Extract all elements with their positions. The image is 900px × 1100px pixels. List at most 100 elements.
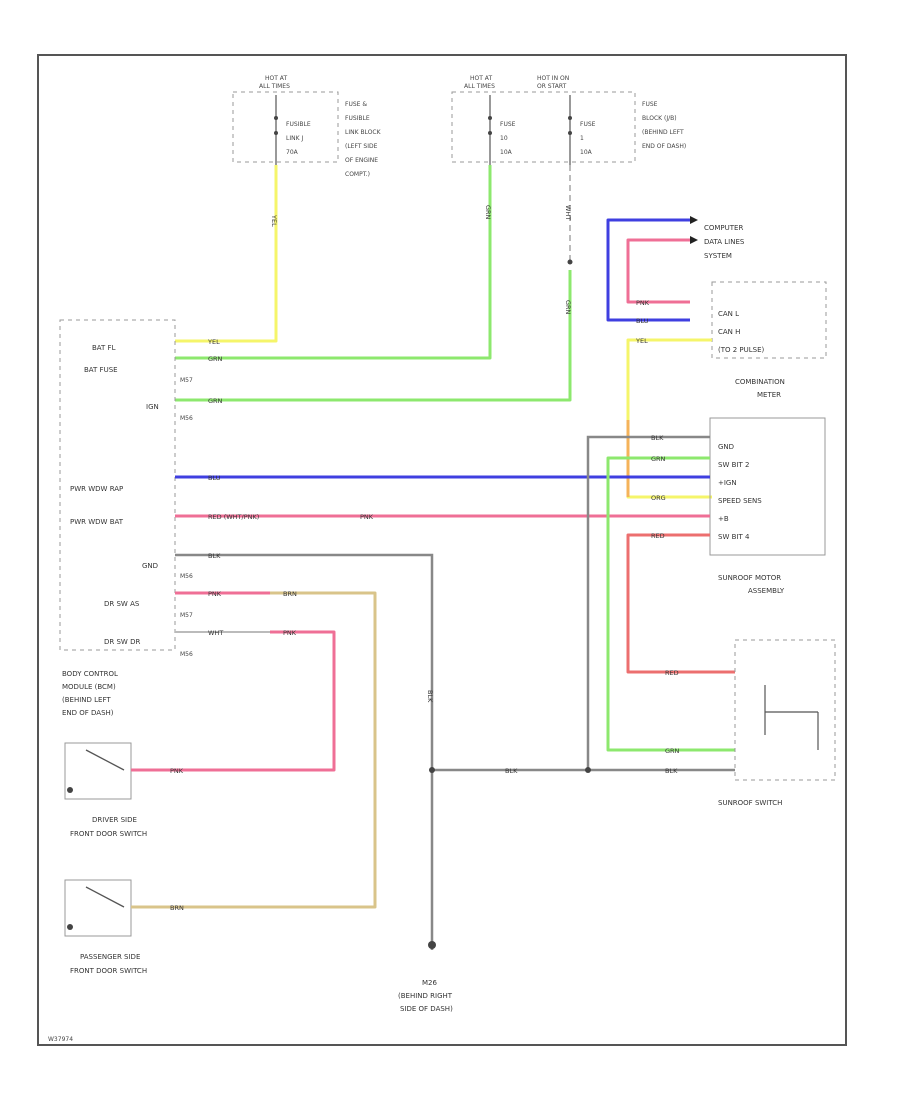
fuse10-label-2: 10	[500, 135, 508, 142]
combination-meter-label-1: COMBINATION	[735, 378, 785, 386]
fusible-link-block-2: FUSIBLE	[345, 115, 370, 122]
hot-all-times-left-1: HOT AT	[265, 75, 287, 82]
fuse-block-left-outline	[232, 91, 339, 163]
splice-gnd-right	[585, 767, 591, 773]
hot-all-times-mid-2: ALL TIMES	[464, 83, 495, 90]
fuse1-label-1: FUSE	[580, 121, 596, 128]
hot-in-on-1: HOT IN ON	[537, 75, 569, 82]
wire-blu-can-l	[606, 218, 690, 322]
passenger-switch-label-1: PASSENGER SIDE	[80, 953, 140, 961]
bcm-label-2: MODULE (BCM)	[62, 683, 116, 691]
hot-all-times-left-2: ALL TIMES	[259, 83, 290, 90]
wire-grn-bat-fuse	[175, 165, 492, 360]
fuse-block-jb-4: END OF DASH)	[642, 143, 686, 150]
sunroof-motor-pin-sw-bit2: SW BIT 2	[718, 461, 749, 469]
splice-gnd-left	[429, 767, 435, 773]
sunroof-switch-outline	[734, 639, 836, 781]
wire-label-red-motor: RED	[651, 532, 665, 540]
hot-in-on-2: OR START	[537, 83, 567, 90]
fusible-link-terminal-bottom	[274, 131, 278, 135]
combination-meter-outline	[711, 281, 827, 359]
sunroof-motor-label-2: ASSEMBLY	[748, 587, 785, 595]
wire-label-grn-motor: GRN	[651, 455, 666, 463]
bcm-label-1: BODY CONTROL	[62, 670, 118, 678]
fusible-link-block-5: OF ENGINE	[345, 157, 378, 164]
passenger-switch-label-2: FRONT DOOR SWITCH	[70, 967, 147, 975]
wire-grn-ign	[175, 270, 572, 402]
wire-label-grn-vertical-1: GRN	[484, 205, 492, 220]
diagram-frame	[37, 54, 847, 1046]
wire-label-grn-bcm-1: GRN	[208, 355, 223, 363]
arrow-data-2	[690, 236, 698, 244]
wire-label-red-switch: RED	[665, 669, 679, 677]
bcm-label-3: (BEHIND LEFT	[62, 696, 111, 704]
computer-data-lines-3: SYSTEM	[704, 252, 732, 260]
fuse1-label-2: 1	[580, 135, 584, 142]
wire-label-brn-as: BRN	[283, 590, 297, 598]
wire-label-grn-bcm-2: GRN	[208, 397, 223, 405]
bcm-pin-bat-fl: BAT FL	[92, 344, 116, 352]
computer-data-lines-2: DATA LINES	[704, 238, 745, 246]
bcm-sub-5: M56	[180, 651, 193, 658]
fuse1-terminal-top	[568, 116, 572, 120]
wire-label-pnk-as: PNK	[208, 590, 222, 598]
wire-label-pnk-can: PNK	[636, 299, 650, 307]
computer-data-lines-1: COMPUTER	[704, 224, 743, 232]
sunroof-motor-outline	[709, 417, 826, 556]
ground-label-3: SIDE OF DASH)	[400, 1005, 453, 1013]
splice-fuse1	[567, 259, 573, 265]
fuse1-terminal-bottom	[568, 131, 572, 135]
arrow-data-1	[690, 216, 698, 224]
bcm-sub-4: M57	[180, 612, 193, 619]
hot-all-times-mid-1: HOT AT	[470, 75, 492, 82]
fusible-link-terminal-top	[274, 116, 278, 120]
wire-label-blu-can: BLU	[636, 317, 649, 325]
wire-label-blk-bcm: BLK	[208, 552, 221, 560]
driver-switch-outline	[64, 742, 132, 800]
wire-label-brn-passenger: BRN	[170, 904, 184, 912]
passenger-switch-outline	[64, 879, 132, 937]
driver-switch-label-1: DRIVER SIDE	[92, 816, 137, 824]
sunroof-motor-pin-speed-sens: SPEED SENS	[718, 497, 762, 505]
wire-label-blu-rap: BLU	[208, 474, 221, 482]
sunroof-motor-pin-gnd: GND	[718, 443, 734, 451]
fusible-link-label-2: LINK J	[286, 135, 303, 142]
fuse10-label-3: 10A	[500, 149, 513, 156]
bcm-label-4: END OF DASH)	[62, 709, 114, 717]
fuse1-label-3: 10A	[580, 149, 593, 156]
wire-label-pnk-driver: PNK	[170, 767, 184, 775]
bcm-pin-dr-sw-as: DR SW AS	[104, 600, 140, 608]
fuse10-terminal-top	[488, 116, 492, 120]
wire-red-sw-bit4	[626, 533, 735, 674]
wire-label-red-wht-pnk: RED (WHT/PNK)	[208, 513, 259, 521]
bcm-sub-1: M57	[180, 377, 193, 384]
wire-label-blk-horizontal: BLK	[505, 767, 518, 775]
diagram-id: W37974	[48, 1036, 73, 1043]
sunroof-motor-label-1: SUNROOF MOTOR	[718, 574, 781, 582]
fusible-link-label-1: FUSIBLE	[286, 121, 311, 128]
sunroof-motor-pin-b: +B	[718, 515, 729, 523]
wire-blk-motor-gnd	[586, 435, 710, 770]
driver-switch-label-2: FRONT DOOR SWITCH	[70, 830, 147, 838]
fusible-link-block-4: (LEFT SIDE	[345, 143, 378, 150]
wire-yel-bat-fl	[175, 165, 278, 343]
driver-switch-ground	[67, 787, 73, 793]
bcm-sub-3: M56	[180, 573, 193, 580]
bcm-pin-ign: IGN	[146, 403, 159, 411]
fuse-block-mid-outline	[451, 91, 636, 163]
passenger-switch-contact	[85, 886, 125, 908]
wire-label-grn-switch: GRN	[665, 747, 680, 755]
sunroof-switch-label: SUNROOF SWITCH	[718, 799, 782, 807]
wire-label-wht-vertical: WHT	[564, 205, 572, 220]
wire-label-yel-bcm: YEL	[207, 338, 220, 346]
bcm-pin-bat-fuse: BAT FUSE	[84, 366, 118, 374]
wire-label-yel-meter: YEL	[635, 337, 648, 345]
combination-meter-pin-can-l: CAN L	[718, 310, 739, 318]
wire-yel-speed	[626, 338, 712, 499]
wire-label-yel-vertical: YEL	[270, 214, 278, 227]
bcm-pin-gnd: GND	[142, 562, 158, 570]
wire-label-blk-switch: BLK	[665, 767, 678, 775]
wire-brn-passenger-switch	[131, 591, 377, 909]
bcm-pin-pwr-wdw-rap: PWR WDW RAP	[70, 485, 123, 493]
